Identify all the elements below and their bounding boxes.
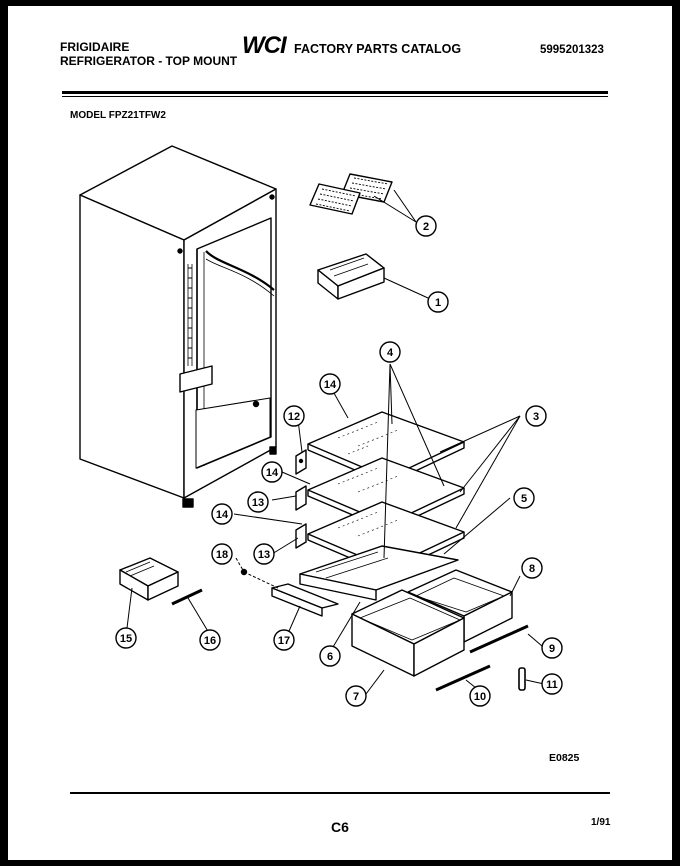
wci-logo: WCI bbox=[242, 32, 287, 59]
header-rule-thick bbox=[62, 91, 608, 94]
brand-name: FRIGIDAIRE bbox=[60, 40, 130, 54]
product-subtitle: REFRIGERATOR - TOP MOUNT bbox=[60, 54, 238, 68]
svg-text:17: 17 bbox=[278, 635, 290, 647]
model-number: MODEL FPZ21TFW2 bbox=[70, 110, 166, 121]
callout-18: 18 bbox=[211, 543, 233, 565]
svg-text:15: 15 bbox=[120, 633, 132, 645]
svg-text:5: 5 bbox=[521, 493, 527, 505]
svg-text:4: 4 bbox=[387, 347, 394, 359]
svg-text:10: 10 bbox=[474, 691, 486, 703]
callout-16: 16 bbox=[199, 629, 221, 651]
catalog-page: FRIGIDAIRE REFRIGERATOR - TOP MOUNT WCI … bbox=[8, 6, 672, 860]
svg-text:2: 2 bbox=[423, 221, 429, 233]
callout-13-a: 13 bbox=[247, 491, 269, 513]
footer-rule bbox=[70, 792, 610, 794]
part-number: 5995201323 bbox=[540, 44, 604, 56]
callout-4: 4 bbox=[379, 341, 401, 363]
svg-text:13: 13 bbox=[258, 549, 270, 561]
exploded-parts-diagram: 2 1 4 14 3 12 14 13 5 14 18 13 8 15 16 1… bbox=[79, 145, 563, 707]
ice-bucket bbox=[317, 253, 385, 300]
svg-text:9: 9 bbox=[549, 643, 555, 655]
svg-text:14: 14 bbox=[266, 467, 279, 479]
svg-text:6: 6 bbox=[327, 651, 333, 663]
small-drawer bbox=[119, 557, 203, 606]
ice-trays bbox=[309, 173, 393, 215]
diagram-code: E0825 bbox=[549, 752, 580, 764]
catalog-title: FACTORY PARTS CATALOG bbox=[294, 42, 462, 56]
svg-text:18: 18 bbox=[216, 549, 228, 561]
callout-17: 17 bbox=[273, 629, 295, 651]
header-rule-thin bbox=[62, 96, 608, 97]
svg-text:13: 13 bbox=[252, 497, 264, 509]
svg-text:14: 14 bbox=[216, 509, 229, 521]
callout-13-b: 13 bbox=[253, 543, 275, 565]
svg-text:16: 16 bbox=[204, 635, 216, 647]
page-code: C6 bbox=[331, 819, 349, 835]
callout-7: 7 bbox=[345, 685, 367, 707]
crisper-drawers bbox=[351, 569, 513, 677]
callout-9: 9 bbox=[541, 637, 563, 659]
callout-1: 1 bbox=[427, 291, 449, 313]
callout-14-a: 14 bbox=[319, 373, 341, 395]
callout-12: 12 bbox=[283, 405, 305, 427]
leader-lines bbox=[125, 189, 545, 695]
callout-14-c: 14 bbox=[211, 503, 233, 525]
date-code: 1/91 bbox=[591, 817, 611, 828]
svg-text:3: 3 bbox=[533, 411, 539, 423]
callout-6: 6 bbox=[319, 645, 341, 667]
svg-text:14: 14 bbox=[324, 379, 337, 391]
cover-front-rail bbox=[240, 568, 339, 617]
drawer-rails bbox=[435, 624, 529, 692]
svg-text:12: 12 bbox=[288, 411, 300, 423]
svg-text:1: 1 bbox=[435, 297, 441, 309]
refrigerator-cabinet bbox=[79, 145, 277, 508]
callout-10: 10 bbox=[469, 685, 491, 707]
callout-5: 5 bbox=[513, 487, 535, 509]
svg-text:11: 11 bbox=[546, 679, 558, 691]
svg-text:8: 8 bbox=[529, 563, 535, 575]
callout-8: 8 bbox=[521, 557, 543, 579]
crisper-cover bbox=[299, 545, 459, 601]
callout-14-b: 14 bbox=[261, 461, 283, 483]
callout-2: 2 bbox=[415, 215, 437, 237]
callout-3: 3 bbox=[525, 405, 547, 427]
callout-11: 11 bbox=[541, 673, 563, 695]
callout-15: 15 bbox=[115, 627, 137, 649]
svg-text:7: 7 bbox=[353, 691, 359, 703]
